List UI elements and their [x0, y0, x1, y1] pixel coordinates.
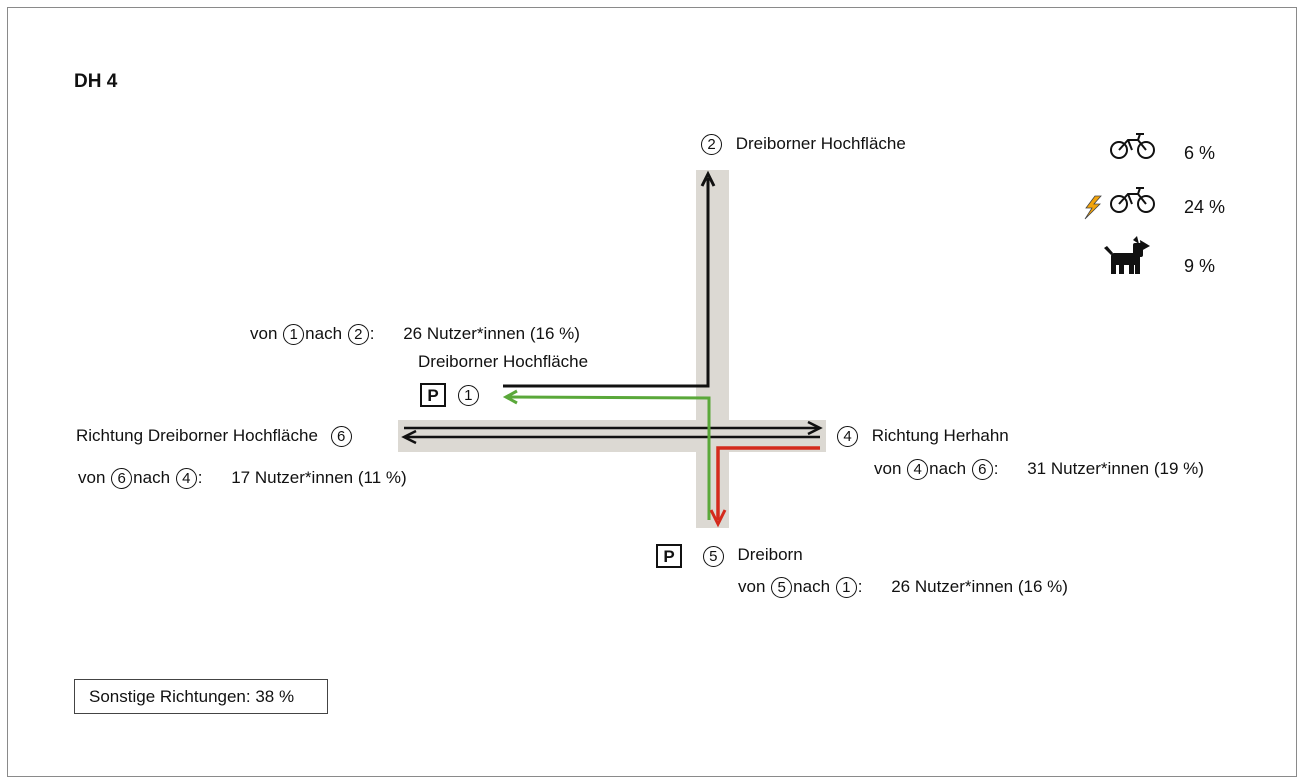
- flow-arrowhead-5-1: [502, 389, 518, 405]
- e-bike-icon: [1084, 187, 1155, 220]
- parking-icon: P: [420, 383, 446, 407]
- page-title: DH 4: [74, 71, 118, 92]
- node-2-label: 2 Dreiborner Hochfläche: [700, 134, 906, 156]
- parking-icon: P: [656, 544, 682, 568]
- bicycle-icon: [1110, 133, 1155, 159]
- legend-bicycle-value: 6 %: [1184, 143, 1216, 163]
- flow-marker-to: 2: [347, 324, 369, 346]
- flow-arrowhead-red: [709, 509, 727, 528]
- flow-marker-to: 4: [175, 468, 197, 490]
- node-1-marker-group: P 1: [420, 383, 480, 407]
- flow-word-von: von: [738, 577, 766, 596]
- node-1-marker: 1: [457, 384, 479, 406]
- node-1-name: Dreiborner Hochfläche: [418, 352, 589, 371]
- node-6-label: Richtung Dreiborner Hochfläche 6: [76, 426, 353, 448]
- node-4-name: Richtung Herhahn: [871, 426, 1009, 445]
- flow-marker-from: 1: [283, 324, 305, 346]
- flow-arrowhead-6-4: [807, 420, 823, 436]
- flow-marker-from: 5: [771, 577, 793, 599]
- legend-e-bike-value: 24 %: [1184, 197, 1226, 217]
- road-north-south: [696, 170, 729, 528]
- flow-count: 17 Nutzer*innen (11 %): [231, 468, 407, 487]
- flow-word-von: von: [874, 459, 902, 478]
- flow-arrowhead-4-6: [401, 429, 417, 445]
- flow-word-nach: nach: [305, 324, 343, 343]
- flow-marker-to: 1: [835, 577, 857, 599]
- node-4-marker: 4: [837, 426, 858, 448]
- node-5-label: P 5 Dreiborn: [656, 544, 803, 568]
- flow-arrowhead-1-2: [700, 170, 716, 187]
- flow-word-nach: nach: [793, 577, 831, 596]
- dog-icon: [1104, 236, 1150, 274]
- flow-count: 31 Nutzer*innen (19 %): [1027, 459, 1204, 478]
- flow-line-red: [716, 446, 820, 520]
- flow-count: 26 Nutzer*innen (16 %): [891, 577, 1068, 596]
- flow-word-nach: nach: [133, 468, 171, 487]
- node-5-marker: 5: [702, 545, 724, 567]
- node-6-marker: 6: [330, 426, 352, 448]
- flow-word-von: von: [78, 468, 106, 487]
- node-4-label: 4 Richtung Herhahn: [836, 426, 1009, 448]
- flow-marker-from: 4: [907, 459, 929, 481]
- legend-dog-value: 9 %: [1184, 256, 1216, 276]
- node-6-name: Richtung Dreiborner Hochfläche: [76, 426, 318, 445]
- flow-word-von: von: [250, 324, 278, 343]
- flow-marker-from: 6: [111, 468, 133, 490]
- node-2-name: Dreiborner Hochfläche: [735, 134, 906, 153]
- flow-line-1-2: [503, 178, 710, 388]
- flow-count: 26 Nutzer*innen (16 %): [403, 324, 580, 343]
- node-2-marker: 2: [701, 134, 722, 156]
- flow-marker-to: 6: [971, 459, 993, 481]
- other-directions-box: Sonstige Richtungen: 38 %: [74, 679, 328, 714]
- flow-word-nach: nach: [929, 459, 967, 478]
- flow-line-5-1: [505, 395, 711, 520]
- node-5-name: Dreiborn: [737, 545, 803, 565]
